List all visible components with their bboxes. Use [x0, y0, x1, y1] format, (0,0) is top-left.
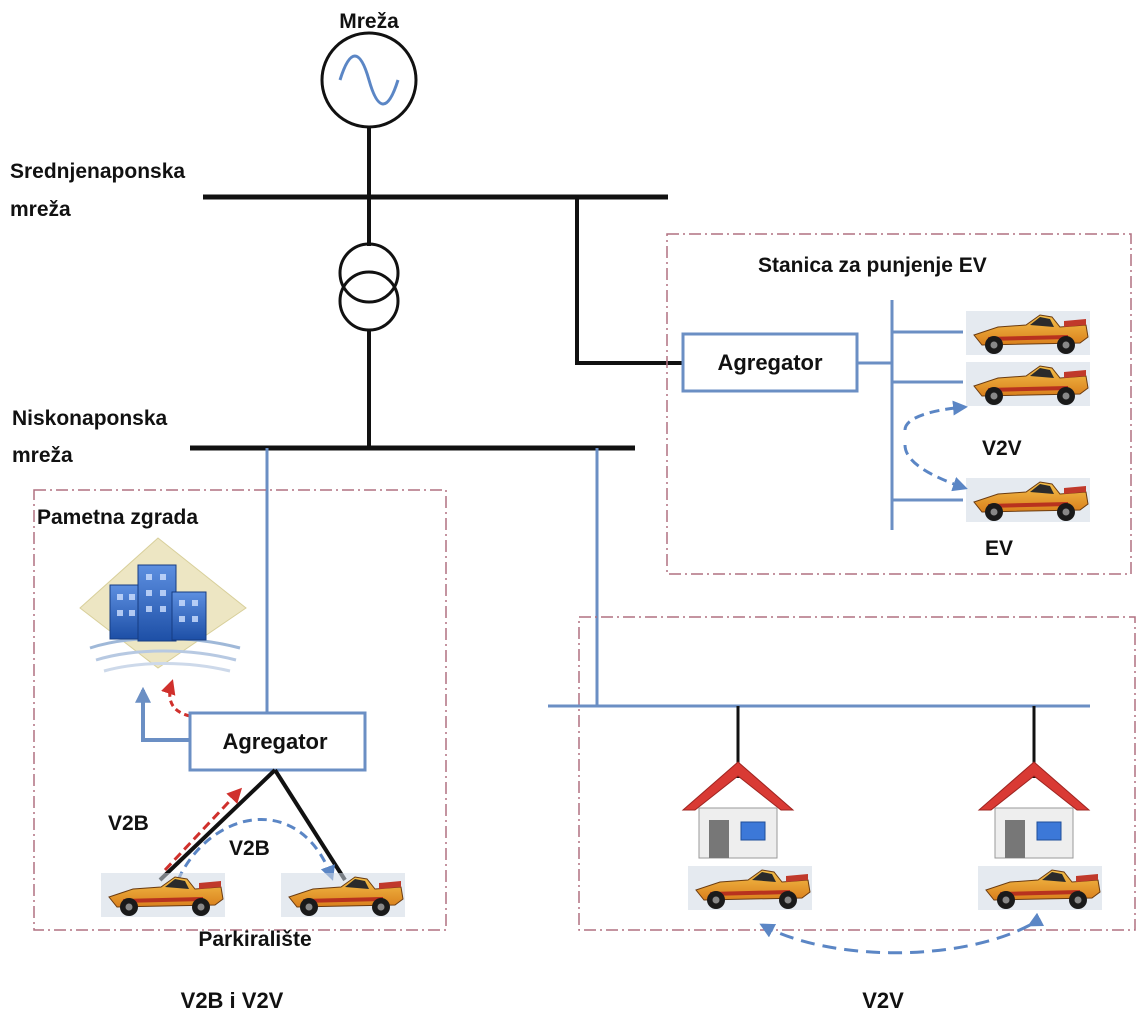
v2v-residential-arrow [759, 912, 1045, 955]
v2v-station-arrow-down [903, 444, 968, 492]
v2b-left-label: V2B [108, 812, 149, 835]
sine-wave-icon [338, 54, 400, 106]
aggregator-building-label: Agregator [222, 729, 328, 754]
charging-station-box [666, 233, 1132, 575]
lv-grid-label-1: Niskonaponska [12, 407, 168, 430]
v2v-station-label: V2V [982, 437, 1022, 460]
bottom-left-caption: V2B i V2V [181, 988, 284, 1013]
bottom-right-caption: V2V [862, 988, 904, 1013]
mv-grid-label-1: Srednjenaponska [10, 160, 185, 183]
smart-building-icon [79, 537, 247, 673]
race-car-icon [965, 310, 1091, 356]
race-car-icon [965, 361, 1091, 407]
building-supply-arrow [135, 686, 190, 742]
house-icon [682, 761, 794, 859]
lv-grid-label-2: mreža [12, 444, 73, 467]
aggregator-building [188, 711, 367, 772]
v2v-station-arrow-up [903, 400, 968, 431]
parking-label: Parkiralište [198, 928, 311, 951]
race-car-icon [687, 865, 813, 911]
aggregator-station-label: Agregator [717, 350, 823, 375]
race-car-icon [977, 865, 1103, 911]
grid-label: Mreža [339, 10, 399, 33]
mv-grid-label-2: mreža [10, 198, 71, 221]
smart-building-label: Pametna zgrada [37, 506, 198, 529]
race-car-icon [100, 872, 226, 918]
building-v2b-arrow [161, 679, 191, 718]
v2b-mid-label: V2B [229, 837, 270, 860]
race-car-icon [280, 872, 406, 918]
transformer-icon [338, 242, 400, 332]
race-car-icon [965, 477, 1091, 523]
house-icon [978, 761, 1090, 859]
ev-label: EV [985, 537, 1013, 560]
smart-building-box [33, 489, 447, 931]
charging-station-label: Stanica za punjenje EV [758, 254, 987, 277]
grid-source [320, 31, 418, 129]
v2b-red-dashed-arrow [163, 787, 243, 872]
station-feeder [890, 300, 963, 530]
